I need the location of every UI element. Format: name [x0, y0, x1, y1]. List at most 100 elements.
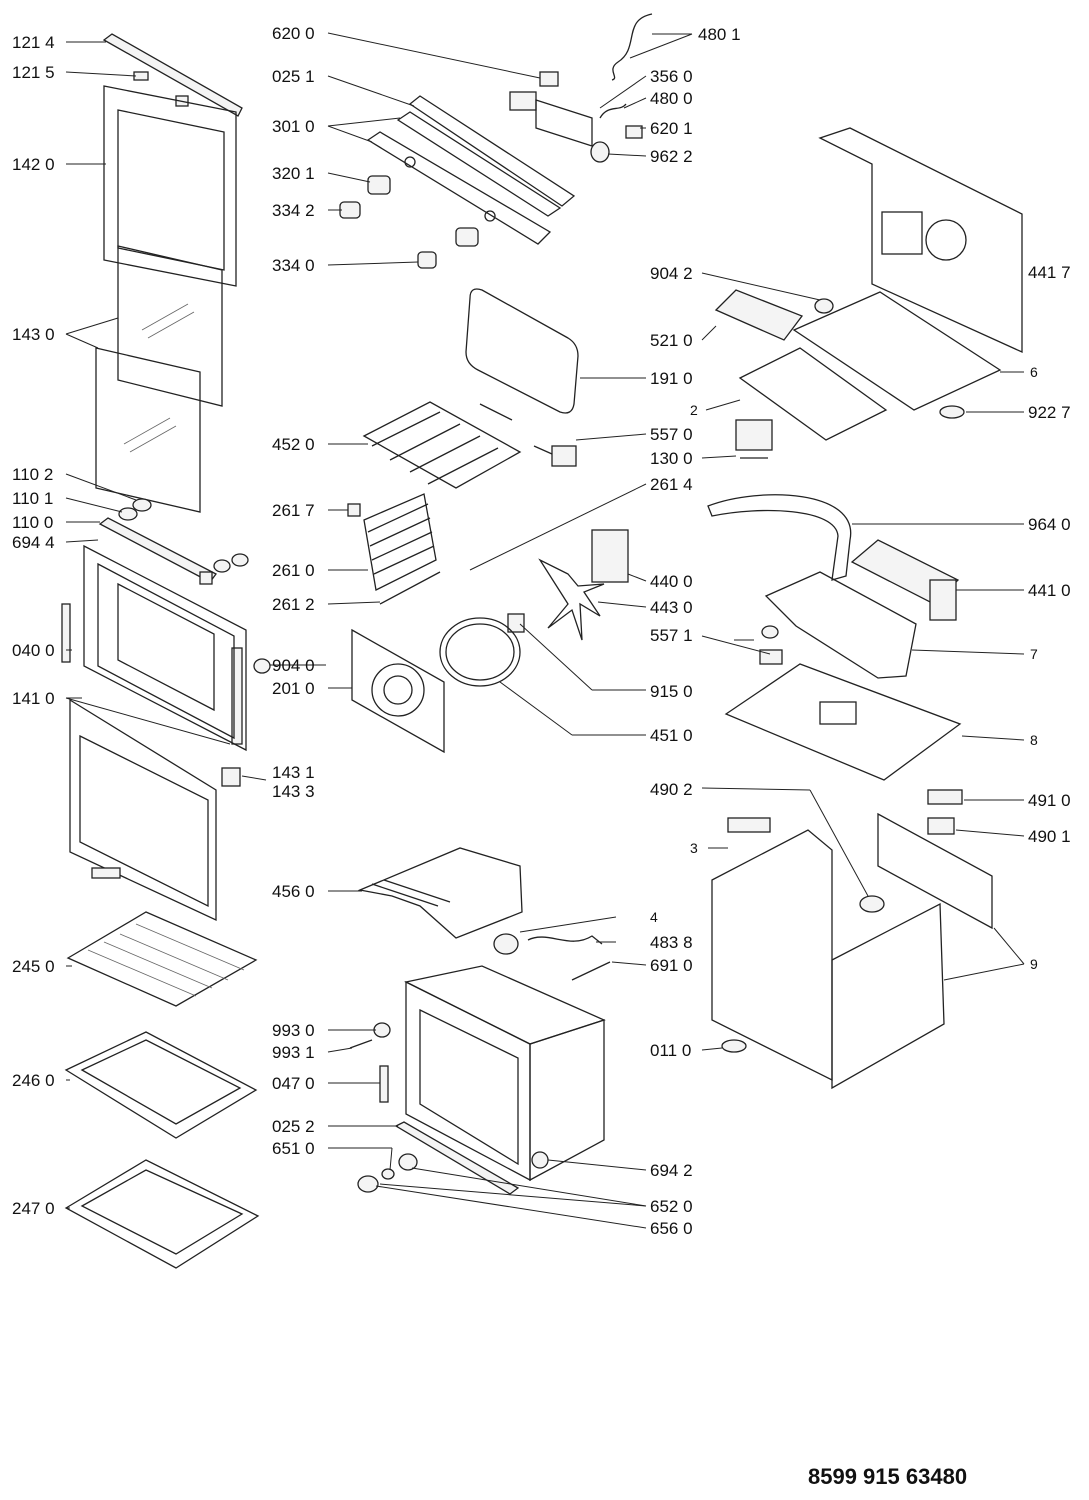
circular-element: [439, 617, 521, 687]
top-mounting-plates: [738, 291, 1002, 441]
label-261-2: 261 2: [272, 595, 315, 614]
label-620-0: 620 0: [272, 24, 315, 43]
label-490-2: 490 2: [650, 780, 693, 799]
door-frame: [83, 544, 247, 752]
label-962-2: 962 2: [650, 147, 693, 166]
fan-blade-assembly: [507, 529, 629, 641]
glass-clips: [118, 498, 249, 573]
top-plate: [724, 663, 962, 781]
document-code: 8599 915 63480: [808, 1464, 968, 1489]
label-261-0: 261 0: [272, 561, 315, 580]
label-040-0: 040 0: [12, 641, 55, 660]
label-025-1: 025 1: [272, 67, 315, 86]
label-245-0: 245 0: [12, 957, 55, 976]
label-4: 4: [650, 909, 658, 925]
door-handle: [98, 517, 217, 585]
label-694-2: 694 2: [650, 1161, 693, 1180]
fan-cover: [253, 628, 445, 754]
inner-glass-panes: [95, 245, 223, 513]
label-201-0: 201 0: [272, 679, 315, 698]
label-480-1: 480 1: [698, 25, 741, 44]
label-7: 7: [1030, 646, 1038, 662]
label-441-0: 441 0: [1028, 581, 1071, 600]
label-261-4: 261 4: [650, 475, 693, 494]
label-904-0: 904 0: [272, 656, 315, 675]
label-110-2: 110 2: [12, 465, 53, 484]
label-652-0: 652 0: [650, 1197, 693, 1216]
label-143-3: 143 3: [272, 782, 315, 801]
label-691-0: 691 0: [650, 956, 693, 975]
label-694-4: 694 4: [12, 533, 55, 552]
label-3: 3: [690, 840, 698, 856]
label-483-8: 483 8: [650, 933, 693, 952]
label-143-1: 143 1: [272, 763, 315, 782]
label-993-1: 993 1: [272, 1043, 315, 1062]
label-142-0: 142 0: [12, 155, 55, 174]
label-557-0: 557 0: [650, 425, 693, 444]
label-651-0: 651 0: [272, 1139, 315, 1158]
label-915-0: 915 0: [650, 682, 693, 701]
grill-element-lower: [357, 847, 523, 939]
label-121-5: 121 5: [12, 63, 55, 82]
label-456-0: 456 0: [272, 882, 315, 901]
label-320-1: 320 1: [272, 164, 315, 183]
label-904-2: 904 2: [650, 264, 693, 283]
label-356-0: 356 0: [650, 67, 693, 86]
leader-lines: [65, 32, 1025, 1229]
thermostat: [533, 445, 577, 467]
thermal-cutout: [759, 625, 783, 665]
outer-door-glass: [103, 85, 237, 287]
label-443-0: 443 0: [650, 598, 693, 617]
connector-parts: [590, 125, 643, 163]
label-993-0: 993 0: [272, 1021, 315, 1040]
cable-harness: [599, 13, 653, 119]
label-964-0: 964 0: [1028, 515, 1071, 534]
electronic-board: [714, 289, 834, 341]
cooling-fan: [735, 419, 773, 459]
label-011-0: 011 0: [650, 1041, 691, 1060]
oven-cavity: [404, 965, 606, 1182]
label-141-0: 141 0: [12, 689, 55, 708]
label-557-1: 557 1: [650, 626, 693, 645]
connector-blocks: [927, 789, 963, 835]
cooling-duct-assembly: [707, 494, 960, 679]
switch-module: [509, 71, 593, 147]
selector-knobs: [357, 1153, 418, 1193]
label-191-0: 191 0: [650, 369, 693, 388]
control-panel: [366, 95, 576, 245]
label-247-0: 247 0: [12, 1199, 55, 1218]
bottom-trim: [394, 1121, 520, 1195]
label-491-0: 491 0: [1028, 791, 1071, 810]
outer-casing: [711, 812, 993, 1090]
label-261-7: 261 7: [272, 501, 315, 520]
label-440-0: 440 0: [650, 572, 693, 591]
label-656-0: 656 0: [650, 1219, 693, 1238]
control-knobs: [339, 175, 479, 269]
door-seal: [465, 288, 579, 414]
label-130-0: 130 0: [650, 449, 693, 468]
deep-baking-tray: [64, 1159, 260, 1269]
label-110-1: 110 1: [12, 489, 53, 508]
label-9: 9: [1030, 956, 1038, 972]
label-246-0: 246 0: [12, 1071, 55, 1090]
wire-rack: [66, 911, 258, 1007]
label-334-2: 334 2: [272, 201, 315, 220]
rear-panel: [818, 127, 1023, 354]
label-047-0: 047 0: [272, 1074, 315, 1093]
label-6: 6: [1030, 364, 1038, 380]
grill-element: [362, 401, 522, 489]
label-143-0: 143 0: [12, 325, 55, 344]
label-441-7: 441 7: [1028, 263, 1071, 282]
outer-door-panel: [69, 698, 241, 922]
shelf-supports: [347, 493, 441, 605]
label-110-0: 110 0: [12, 513, 53, 532]
label-2: 2: [690, 402, 698, 418]
part-labels: 121 4 121 5 142 0 143 0 110 2 110 1 110 …: [12, 24, 1071, 1238]
label-452-0: 452 0: [272, 435, 315, 454]
label-922-7: 922 7: [1028, 403, 1071, 422]
label-620-1: 620 1: [650, 119, 693, 138]
label-8: 8: [1030, 732, 1038, 748]
label-301-0: 301 0: [272, 117, 315, 136]
label-334-0: 334 0: [272, 256, 315, 275]
